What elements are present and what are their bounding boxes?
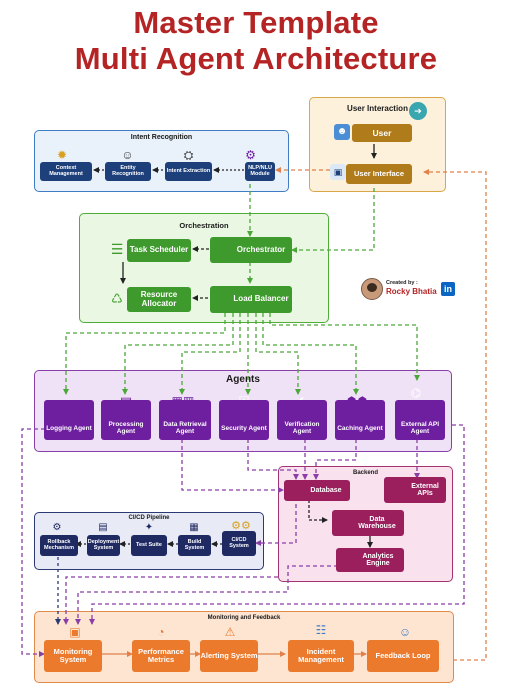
orchestration-heading: Orchestration	[179, 221, 229, 230]
external-api-agent-box: External API Agent	[395, 400, 445, 440]
processing-agent-box: Processing Agent	[101, 400, 151, 440]
performance-metrics-box: Performance Metrics	[132, 640, 190, 672]
line-externalapi-to-monitoring	[89, 424, 465, 625]
monitoring-system-box: Monitoring System	[44, 640, 102, 672]
external-apis-box: External APIs	[384, 477, 446, 503]
intent-extraction-icon: ⛭	[183, 147, 194, 162]
entity-person-icon: ☺	[121, 147, 134, 162]
backend-heading: Backend	[352, 470, 378, 476]
incident-management-box: Incident Management	[288, 640, 354, 672]
external-api-icon: ⌬	[410, 386, 422, 400]
credit-name: Rocky Bhatia	[386, 287, 437, 296]
line-lb-to-verification	[255, 313, 301, 395]
linkedin-icon[interactable]: in	[441, 282, 455, 296]
user-avatar-icon: ☻	[334, 124, 350, 140]
resource-allocator-icon: ♺	[111, 290, 123, 306]
context-lightbulb-icon: ✹	[56, 148, 68, 162]
intent-recognition-heading: Intent Recognition	[130, 134, 193, 141]
data-retrieval-agent-box: Data Retrieval Agent	[159, 400, 211, 440]
line-backend-to-monitoring	[63, 576, 278, 625]
line-analytics-to-monitoring	[75, 565, 338, 625]
analytics-engine-box: Analytics Engine	[336, 548, 404, 572]
user-interface-box: User Interface	[346, 164, 412, 184]
user-interaction-heading: User Interaction	[347, 104, 408, 113]
credit-label: Created by :	[386, 280, 418, 286]
title-line-1: Master Template	[133, 5, 379, 40]
logging-agent-box: Logging Agent	[44, 400, 94, 440]
context-management-box: Context Management	[40, 162, 92, 181]
line-lb-to-processing	[122, 313, 234, 395]
monitoring-screen-icon: ▣	[69, 625, 81, 639]
monitoring-heading: Monitoring and Feedback	[207, 615, 281, 621]
line-lb-to-logging	[63, 313, 226, 395]
forward-arrow-icon: ➔	[409, 102, 427, 120]
alerting-system-box: Alerting System	[200, 640, 258, 672]
line-caching-to-database	[313, 439, 357, 480]
agents-heading: Agents	[226, 374, 260, 385]
line-lb-to-externalapi	[269, 313, 420, 381]
line-database-to-cicd	[255, 504, 297, 546]
line-security-to-database	[247, 439, 299, 480]
test-suite-icon: ✦	[144, 522, 154, 533]
cicd-heading: CI/CD Pipeline	[128, 515, 170, 521]
incident-management-icon: ☷	[315, 623, 327, 637]
cicd-gears-icon: ⚙⚙	[231, 519, 251, 532]
verification-agent-box: Verification Agent	[277, 400, 327, 440]
author-avatar	[361, 278, 383, 300]
monitor-screen-icon: ▣	[330, 164, 346, 180]
line-lb-to-caching	[262, 313, 359, 395]
performance-metrics-icon: ◔	[157, 625, 165, 639]
rollback-gear-icon: ⚙	[52, 522, 62, 533]
title-line-2: Multi Agent Architecture	[74, 41, 438, 76]
task-scheduler-box: Task Scheduler	[127, 239, 191, 262]
nlp-gear-icon: ⚙	[245, 147, 256, 162]
caching-agent-box: Caching Agent	[335, 400, 385, 440]
build-system-icon: ▦	[189, 522, 199, 533]
cicd-system-box: CI/CD System	[222, 531, 256, 556]
nlp-nlu-module-box: NLP/NLU Module	[245, 162, 275, 181]
rollback-mechanism-box: Rollback Mechanism	[40, 535, 78, 556]
orchestrator-box: Orchestrator	[210, 237, 292, 263]
arrow-database-to-warehouse	[308, 500, 328, 523]
security-agent-box: Security Agent	[219, 400, 269, 440]
line-feedback-to-interface	[423, 169, 487, 661]
alerting-bell-icon: ⚠	[224, 625, 236, 639]
deployment-icon: ▤	[98, 522, 108, 533]
deployment-system-box: Deployment System	[87, 535, 120, 556]
intent-recognition-panel: Intent Recognition	[34, 130, 289, 192]
data-warehouse-box: Data Warehouse	[332, 510, 404, 536]
task-scheduler-icon: ☰	[110, 241, 124, 257]
line-lb-to-dataretrieval	[179, 313, 241, 395]
line-interface-to-orchestrator	[291, 188, 375, 253]
database-box: Database	[284, 480, 350, 501]
feedback-loop-box: Feedback Loop	[367, 640, 439, 672]
user-box: User	[352, 124, 412, 142]
test-suite-box: Test Suite	[131, 535, 167, 556]
build-system-box: Build System	[178, 535, 211, 556]
line-dataretrieval-to-database	[181, 439, 284, 493]
feedback-person-icon: ☺	[398, 625, 412, 639]
intent-extraction-box: Intent Extraction	[165, 162, 212, 181]
resource-allocator-box: Resource Allocator	[127, 287, 191, 312]
load-balancer-box: Load Balancer	[210, 286, 292, 313]
entity-recognition-box: Entity Recognition	[105, 162, 151, 181]
